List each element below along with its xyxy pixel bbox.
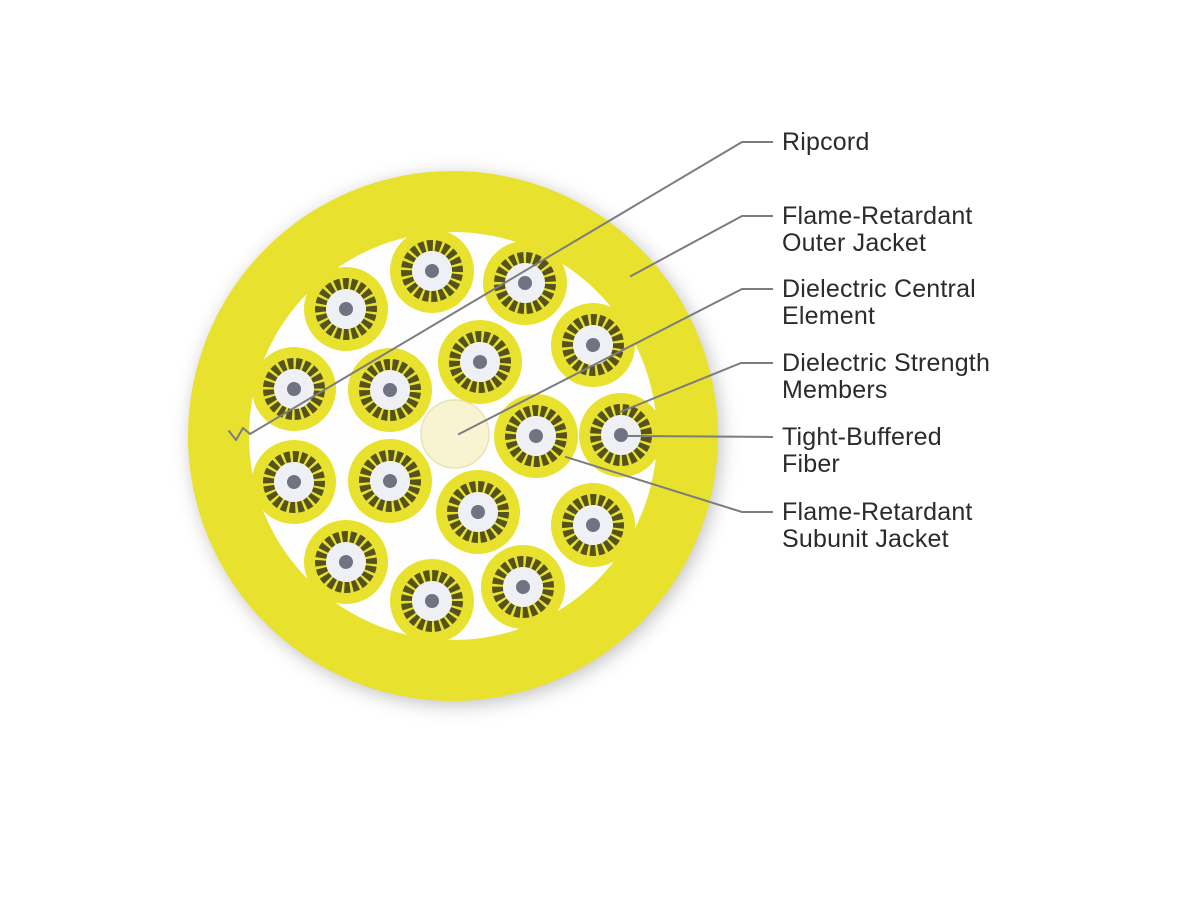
subunit [252, 440, 336, 524]
fiber-dot [287, 382, 301, 396]
strength-member-ring [449, 331, 511, 393]
subunit [436, 470, 520, 554]
leader-subunit-jacket [564, 455, 773, 513]
strength-member-ring [505, 405, 567, 467]
strength-member-ring [315, 278, 377, 340]
label-line: Flame-Retardant [782, 498, 973, 526]
dielectric-central-element [420, 399, 490, 469]
fiber-dot [586, 518, 600, 532]
leader-strength-members [618, 362, 773, 414]
subunit [390, 559, 474, 643]
leader-ripcord [248, 141, 773, 436]
label-dielectric-central-element: Dielectric Central Element [782, 276, 976, 330]
subunit [304, 267, 388, 351]
fiber-dot [614, 428, 628, 442]
fiber-dot [529, 429, 543, 443]
subunit [551, 303, 635, 387]
fiber-dot [339, 302, 353, 316]
subunit [481, 545, 565, 629]
ripcord-hook [228, 427, 251, 441]
fiber-dot [518, 276, 532, 290]
label-line: Dielectric Strength [782, 349, 991, 377]
subunit [438, 320, 522, 404]
leader-tight-buffered-fiber [627, 434, 774, 439]
label-dielectric-strength-members: Dielectric Strength Members [782, 350, 990, 404]
subunit [494, 394, 578, 478]
subunit [252, 347, 336, 431]
label-flame-retardant-outer-jacket: Flame-Retardant Outer Jacket [782, 203, 973, 257]
subunit [390, 229, 474, 313]
subunit [348, 348, 432, 432]
label-line: Flame-Retardant [782, 202, 973, 230]
fiber-dot [425, 594, 439, 608]
fiber-dot [383, 383, 397, 397]
strength-member-ring [359, 359, 421, 421]
leader-central-element [457, 288, 773, 436]
fiber-dot [383, 474, 397, 488]
label-line: Outer Jacket [782, 229, 927, 257]
label-line: Ripcord [782, 128, 870, 156]
strength-member-ring [562, 314, 624, 376]
label-line: Element [782, 302, 876, 330]
fiber-dot [425, 264, 439, 278]
strength-member-ring [562, 494, 624, 556]
label-tight-buffered-fiber: Tight-Buffered Fiber [782, 424, 942, 478]
label-line: Dielectric Central [782, 275, 976, 303]
leader-outer-jacket [629, 215, 773, 278]
label-line: Tight-Buffered [782, 423, 942, 451]
fiber-dot [586, 338, 600, 352]
fiber-dot [287, 475, 301, 489]
fiber-dot [473, 355, 487, 369]
label-ripcord: Ripcord [782, 129, 870, 156]
label-line: Subunit Jacket [782, 525, 949, 553]
label-line: Members [782, 376, 888, 404]
strength-member-ring [401, 570, 463, 632]
fiber-dot [339, 555, 353, 569]
subunit [483, 241, 567, 325]
label-line: Fiber [782, 450, 840, 478]
subunit [348, 439, 432, 523]
label-flame-retardant-subunit-jacket: Flame-Retardant Subunit Jacket [782, 499, 973, 553]
fiber-dot [471, 505, 485, 519]
strength-member-ring [447, 481, 509, 543]
fiber-dot [516, 580, 530, 594]
subunit [304, 520, 388, 604]
subunit [551, 483, 635, 567]
